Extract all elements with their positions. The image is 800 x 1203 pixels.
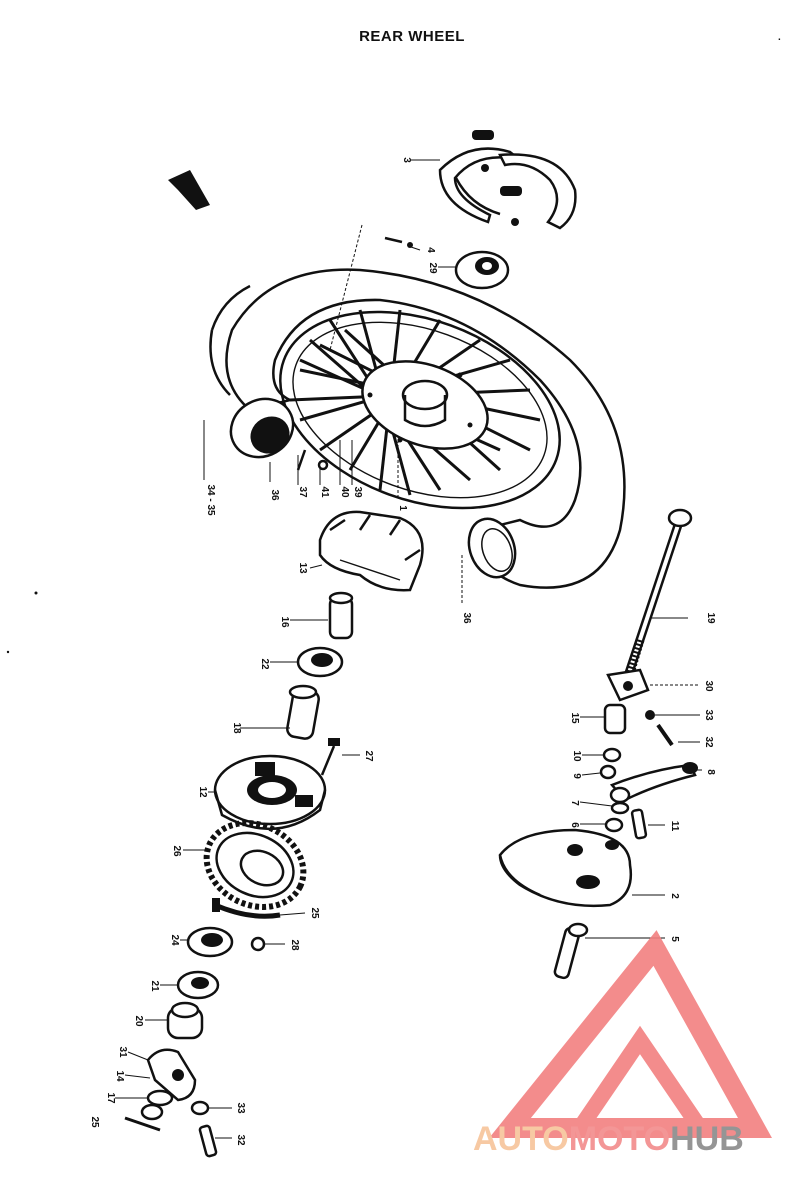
label-13: 13 xyxy=(297,562,308,574)
label-14: 14 xyxy=(114,1070,125,1082)
label-17: 17 xyxy=(105,1092,116,1104)
label-10: 10 xyxy=(571,750,582,762)
watermark-auto: AUTO xyxy=(473,1120,569,1158)
nut-6 xyxy=(604,817,624,833)
label-6: 6 xyxy=(569,822,580,828)
chain-adjuster-31 xyxy=(140,1048,197,1121)
chain-adjuster-30 xyxy=(606,668,650,702)
cotter-pin-25 xyxy=(124,1116,161,1132)
label-33b: 33 xyxy=(235,1102,246,1114)
spacer-18 xyxy=(286,684,320,740)
label-1: 1 xyxy=(397,505,408,511)
label-34-35: 34 - 35 xyxy=(205,484,216,516)
bearing-21 xyxy=(176,970,220,1000)
label-3: 3 xyxy=(401,157,412,163)
tire xyxy=(209,268,626,589)
bolt-32b xyxy=(198,1124,218,1158)
spacer-15 xyxy=(603,703,627,735)
label-41: 41 xyxy=(319,486,330,498)
nut-28 xyxy=(250,936,266,952)
label-20: 20 xyxy=(133,1015,144,1027)
label-31: 31 xyxy=(117,1046,128,1058)
label-40: 40 xyxy=(339,486,350,498)
label-30: 30 xyxy=(703,680,714,692)
automotohub-watermark: AUTOMOTOHUB xyxy=(473,930,772,1158)
nut-9 xyxy=(599,764,617,780)
spacer-20 xyxy=(166,1001,204,1040)
label-11: 11 xyxy=(669,821,680,832)
label-4: 4 xyxy=(425,247,436,253)
label-16: 16 xyxy=(279,616,290,628)
forward-arrow-icon xyxy=(168,170,210,210)
spoke-nipple-37 xyxy=(296,449,329,471)
label-24: 24 xyxy=(169,934,180,946)
bolt-11 xyxy=(630,808,648,840)
label-25b: 25 xyxy=(89,1116,100,1128)
bearing-29 xyxy=(454,250,510,290)
label-2: 2 xyxy=(669,893,680,899)
part-labels: 3 4 29 34 - 35 36 37 41 40 39 1 13 36 16… xyxy=(89,157,716,1146)
label-29: 29 xyxy=(427,262,438,274)
brake-shoes xyxy=(438,130,577,230)
label-9: 9 xyxy=(571,773,582,779)
label-22: 22 xyxy=(259,658,270,670)
automotohub-logo-icon xyxy=(489,930,772,1138)
torque-arm-8 xyxy=(609,762,698,804)
label-7: 7 xyxy=(569,800,580,806)
bolt-27 xyxy=(320,738,340,776)
nut-33a xyxy=(645,710,655,720)
sprocket-26 xyxy=(203,820,307,910)
label-32a: 32 xyxy=(703,736,714,748)
leader-lines xyxy=(115,159,702,1139)
label-39: 39 xyxy=(352,486,363,498)
wheel-damper-13 xyxy=(318,510,424,592)
rear-axle xyxy=(620,508,693,687)
watermark-hub: HUB xyxy=(670,1120,744,1158)
label-18: 18 xyxy=(231,722,242,734)
label-21: 21 xyxy=(149,980,160,992)
bearing-24 xyxy=(186,926,234,958)
label-33a: 33 xyxy=(703,709,714,721)
label-32b: 32 xyxy=(235,1134,246,1146)
wheel-rim xyxy=(279,309,561,510)
label-12: 12 xyxy=(197,786,208,798)
brake-cam-5 xyxy=(553,922,589,980)
svg-text:AUTOMOTOHUB: AUTOMOTOHUB xyxy=(473,1120,744,1158)
label-15: 15 xyxy=(569,712,580,724)
watermark-moto: MOTO xyxy=(569,1120,670,1158)
label-36b: 36 xyxy=(461,612,472,624)
label-26: 26 xyxy=(171,845,182,857)
corner-mark: . xyxy=(778,32,781,43)
lock-washer-25 xyxy=(212,898,281,919)
label-36a: 36 xyxy=(269,489,280,501)
label-5: 5 xyxy=(669,936,680,942)
washer-10 xyxy=(602,747,622,763)
label-25a: 25 xyxy=(309,907,320,919)
diagram-title: REAR WHEEL xyxy=(359,28,465,45)
label-28: 28 xyxy=(289,939,300,951)
bolt-32a xyxy=(656,723,674,747)
label-8: 8 xyxy=(705,769,716,775)
bearing-22 xyxy=(296,646,344,678)
label-19: 19 xyxy=(705,612,716,624)
rim-band-36b xyxy=(467,517,517,579)
label-37: 37 xyxy=(297,486,308,498)
label-27: 27 xyxy=(363,750,374,762)
rim-band-36 xyxy=(229,397,295,459)
washer-7 xyxy=(610,801,630,815)
spacer-16 xyxy=(328,591,354,640)
brake-panel-2 xyxy=(498,828,633,908)
nut-33b xyxy=(190,1100,210,1116)
